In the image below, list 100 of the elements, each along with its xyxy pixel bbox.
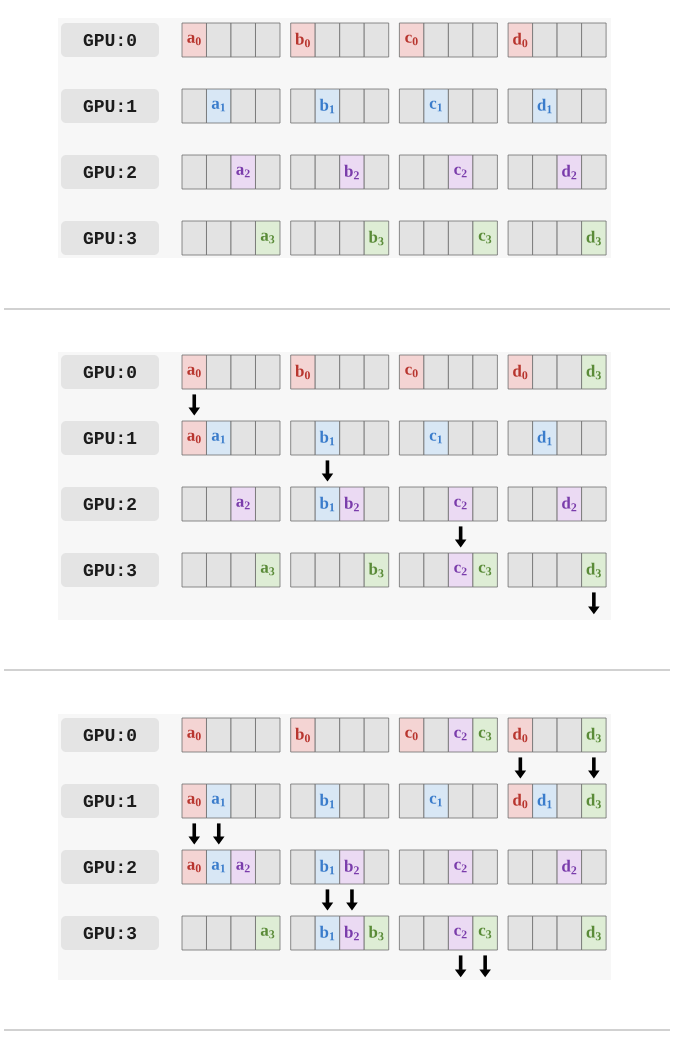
data-cell: d$_{0}$ [507, 783, 533, 819]
empty-cell [230, 354, 256, 390]
empty-cell [314, 354, 341, 390]
empty-cell [290, 154, 316, 190]
empty-cell [556, 915, 582, 951]
empty-cell [230, 22, 256, 58]
data-cell: b$_{2}$ [339, 154, 365, 190]
empty-cell [255, 486, 281, 522]
data-cell: a$_{2}$ [230, 154, 256, 190]
data-cell: b$_{1}$ [314, 486, 341, 522]
data-cell: b$_{2}$ [339, 915, 365, 951]
gpu-label: GPU:3 [61, 553, 159, 587]
data-cell: a$_{0}$ [181, 354, 207, 390]
data-cell: d$_{3}$ [581, 915, 607, 951]
data-cell: a$_{0}$ [181, 849, 207, 885]
empty-cell [314, 717, 341, 753]
empty-cell [423, 22, 449, 58]
empty-cell [230, 420, 256, 456]
empty-cell [230, 783, 256, 819]
empty-cell [423, 717, 449, 753]
empty-cell [290, 420, 316, 456]
data-cell: a$_{1}$ [206, 420, 232, 456]
empty-cell [507, 154, 533, 190]
empty-cell [339, 552, 365, 588]
data-cell: c$_{2}$ [448, 552, 474, 588]
empty-cell [532, 915, 558, 951]
data-cell: b$_{0}$ [290, 22, 316, 58]
empty-cell [399, 486, 425, 522]
empty-cell [255, 783, 281, 819]
empty-cell [399, 915, 425, 951]
data-cell: a$_{2}$ [230, 486, 256, 522]
empty-cell [339, 220, 365, 256]
empty-cell [314, 22, 341, 58]
empty-cell [472, 783, 498, 819]
data-cell: d$_{1}$ [532, 420, 558, 456]
empty-cell [423, 915, 449, 951]
empty-cell [532, 354, 558, 390]
empty-cell [206, 486, 232, 522]
empty-cell [255, 354, 281, 390]
data-cell: d$_{0}$ [507, 354, 533, 390]
empty-cell [581, 486, 607, 522]
empty-cell [581, 849, 607, 885]
empty-cell [472, 88, 498, 124]
gpu-label: GPU:1 [61, 89, 159, 123]
data-cell: b$_{1}$ [314, 849, 341, 885]
empty-cell [532, 220, 558, 256]
gpu-label: GPU:1 [61, 784, 159, 818]
empty-cell [581, 420, 607, 456]
data-cell: c$_{1}$ [423, 420, 449, 456]
empty-cell [399, 783, 425, 819]
empty-cell [423, 849, 449, 885]
empty-cell [581, 154, 607, 190]
data-cell: b$_{0}$ [290, 354, 316, 390]
empty-cell [448, 88, 474, 124]
empty-cell [363, 22, 390, 58]
empty-cell [423, 552, 449, 588]
empty-cell [507, 220, 533, 256]
empty-cell [423, 220, 449, 256]
empty-cell [423, 354, 449, 390]
data-cell: d$_{2}$ [556, 849, 582, 885]
empty-cell [290, 552, 316, 588]
data-cell: d$_{3}$ [581, 220, 607, 256]
data-cell: a$_{1}$ [206, 88, 232, 124]
data-cell: c$_{0}$ [399, 22, 425, 58]
empty-cell [399, 154, 425, 190]
data-cell: a$_{0}$ [181, 717, 207, 753]
empty-cell [206, 915, 232, 951]
empty-cell [556, 22, 582, 58]
data-cell: b$_{1}$ [314, 420, 341, 456]
empty-cell [423, 154, 449, 190]
data-cell: a$_{0}$ [181, 22, 207, 58]
data-cell: d$_{0}$ [507, 22, 533, 58]
empty-cell [181, 552, 207, 588]
data-cell: b$_{2}$ [339, 486, 365, 522]
empty-cell [556, 552, 582, 588]
empty-cell [181, 154, 207, 190]
gpu-label: GPU:3 [61, 221, 159, 255]
empty-cell [206, 717, 232, 753]
gpu-label: GPU:1 [61, 421, 159, 455]
empty-cell [230, 220, 256, 256]
empty-cell [507, 849, 533, 885]
data-cell: c$_{1}$ [423, 783, 449, 819]
empty-cell [472, 849, 498, 885]
empty-cell [206, 22, 232, 58]
empty-cell [556, 88, 582, 124]
empty-cell [448, 354, 474, 390]
empty-cell [363, 154, 390, 190]
gpu-label: GPU:2 [61, 487, 159, 521]
empty-cell [290, 915, 316, 951]
empty-cell [532, 552, 558, 588]
empty-cell [181, 220, 207, 256]
empty-cell [472, 486, 498, 522]
empty-cell [532, 154, 558, 190]
empty-cell [399, 552, 425, 588]
data-cell: a$_{1}$ [206, 849, 232, 885]
data-cell: c$_{2}$ [448, 849, 474, 885]
data-cell: b$_{1}$ [314, 915, 341, 951]
empty-cell [339, 354, 365, 390]
data-cell: a$_{3}$ [255, 220, 281, 256]
data-cell: d$_{3}$ [581, 552, 607, 588]
